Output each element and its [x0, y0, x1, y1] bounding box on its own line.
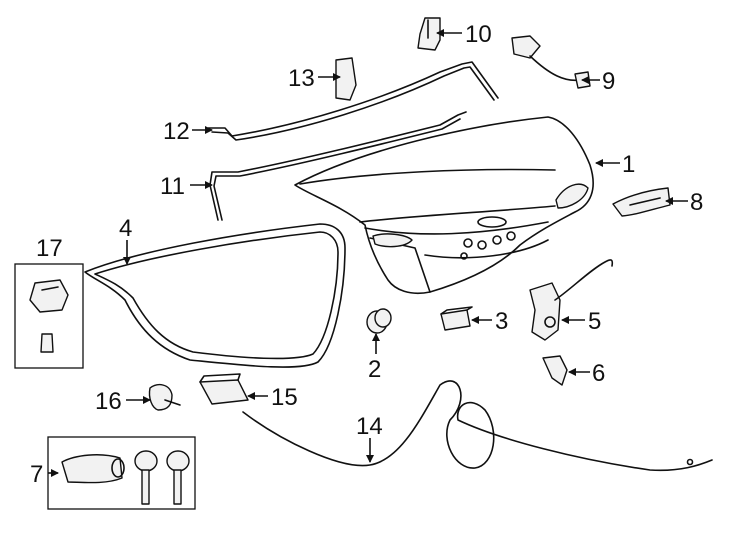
harness-part[interactable] — [511, 35, 591, 89]
callout-2: 2 — [368, 356, 381, 383]
pad-part[interactable] — [440, 306, 473, 331]
callout-3: 3 — [495, 308, 508, 335]
torsion-rod-upper-part[interactable] — [207, 61, 499, 141]
callout-1: 1 — [622, 151, 635, 178]
callout-7: 7 — [30, 461, 43, 488]
lock-cylinder-key-set-box — [47, 436, 196, 510]
callout-9: 9 — [602, 68, 615, 95]
callout-6: 6 — [592, 360, 605, 387]
garnish-part[interactable] — [612, 187, 671, 217]
weatherstrip-part[interactable] — [84, 223, 346, 368]
callout-14: 14 — [356, 413, 383, 440]
clip-part[interactable] — [417, 17, 441, 51]
callout-15: 15 — [271, 384, 298, 411]
callout-labels: 1 2 3 4 5 6 7 8 9 10 11 12 13 14 15 16 1… — [30, 21, 703, 488]
release-cable-part[interactable] — [242, 380, 713, 472]
fastener-kit-box — [14, 263, 84, 369]
callout-12: 12 — [163, 118, 190, 145]
callout-11: 11 — [160, 173, 185, 200]
leader-lines — [48, 29, 688, 477]
opener-switch-part[interactable] — [199, 373, 249, 405]
trunk-lid-part[interactable] — [294, 116, 594, 295]
solenoid-part[interactable] — [148, 383, 181, 411]
callout-5: 5 — [588, 308, 601, 335]
callout-8: 8 — [690, 189, 703, 216]
callout-4: 4 — [119, 215, 132, 242]
cover-part[interactable] — [542, 355, 568, 386]
callout-16: 16 — [95, 388, 122, 415]
callout-13: 13 — [288, 65, 315, 92]
bracket-part[interactable] — [335, 57, 357, 101]
torsion-rod-lower-part[interactable] — [209, 111, 467, 221]
bumper-stop-part[interactable] — [366, 308, 392, 334]
latch-part[interactable] — [529, 259, 614, 341]
callout-17: 17 — [36, 235, 63, 262]
callout-10: 10 — [465, 21, 492, 48]
